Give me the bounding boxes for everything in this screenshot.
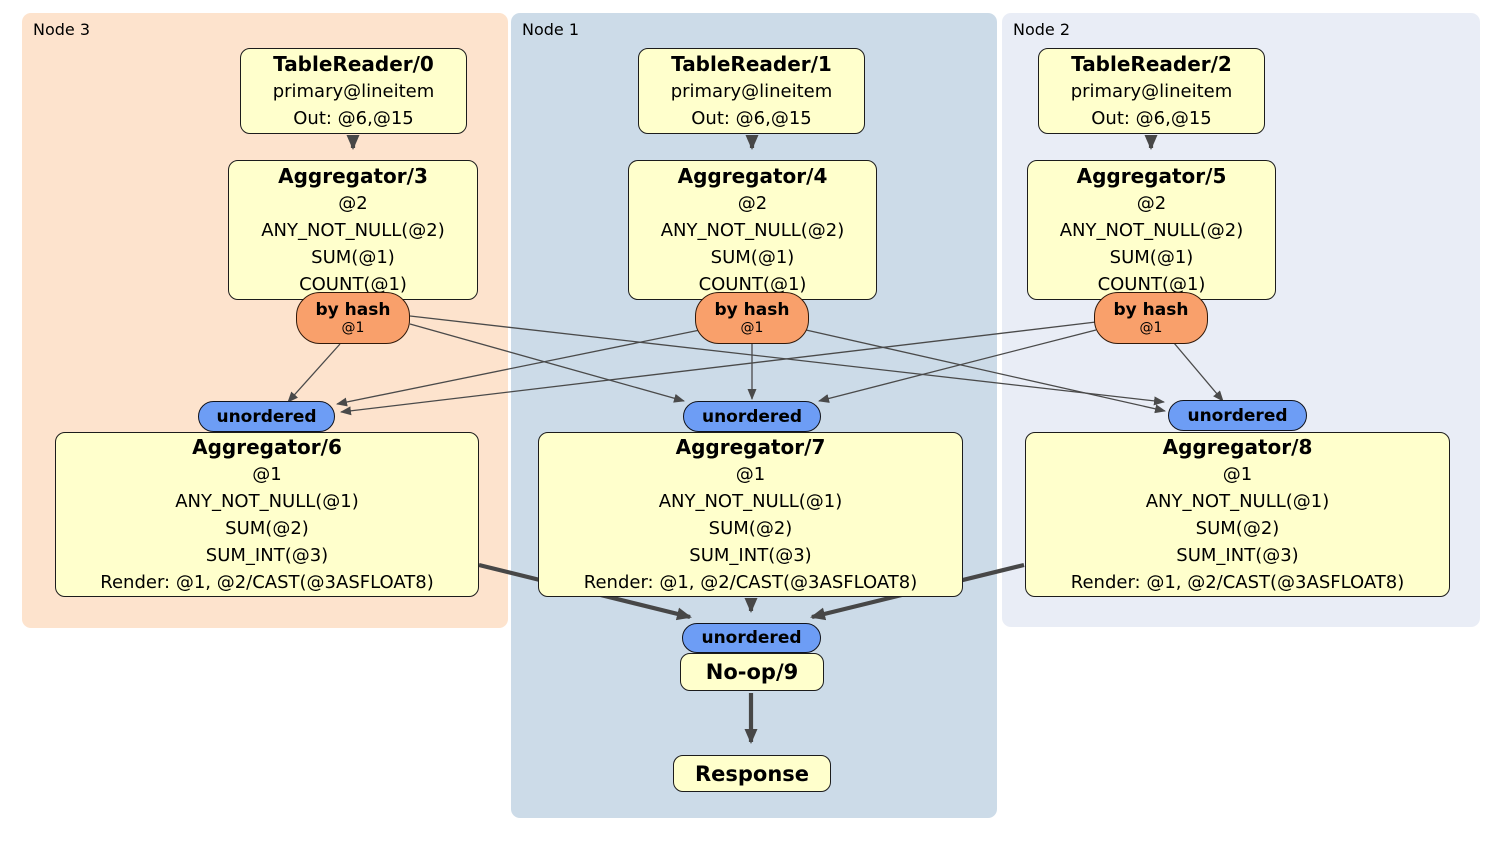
processor-detail: SUM(@2) xyxy=(225,518,309,539)
router-by-hash-4: by hash @1 xyxy=(695,292,809,344)
processor-detail: SUM_INT(@3) xyxy=(1176,545,1299,566)
stream-edge xyxy=(1173,342,1224,402)
stream-edge xyxy=(336,329,701,407)
processor-title: Aggregator/4 xyxy=(677,164,828,188)
sync-unordered-final: unordered xyxy=(682,623,821,653)
processor-aggregator-3: Aggregator/3 @2 ANY_NOT_NULL(@2) SUM(@1)… xyxy=(228,160,478,300)
processor-title: Aggregator/8 xyxy=(1162,435,1313,459)
router-label: by hash xyxy=(1113,299,1189,320)
sync-unordered-node2: unordered xyxy=(1168,400,1307,431)
router-detail: @1 xyxy=(1139,319,1163,336)
processor-detail: SUM_INT(@3) xyxy=(205,545,329,566)
processor-detail: ANY_NOT_NULL(@1) xyxy=(658,491,843,512)
router-label: by hash xyxy=(714,299,790,320)
processor-detail: SUM_INT(@3) xyxy=(689,545,812,566)
processor-title: TableReader/0 xyxy=(273,52,434,76)
processor-tablereader-0: TableReader/0 primary@lineitem Out: @6,@… xyxy=(240,48,467,134)
processor-detail: Render: @1, @2/CAST(@3ASFLOAT8) xyxy=(1070,572,1405,593)
processor-detail: @1 xyxy=(1222,464,1253,485)
processor-tablereader-2: TableReader/2 primary@lineitem Out: @6,@… xyxy=(1038,48,1265,134)
processor-detail: Out: @6,@15 xyxy=(293,108,414,129)
processor-detail: @2 xyxy=(338,193,368,214)
processor-tablereader-1: TableReader/1 primary@lineitem Out: @6,@… xyxy=(638,48,865,134)
processor-detail: SUM(@2) xyxy=(1195,518,1280,539)
processor-detail: ANY_NOT_NULL(@2) xyxy=(1059,220,1244,241)
processor-detail: Render: @1, @2/CAST(@3ASFLOAT8) xyxy=(583,572,918,593)
processor-aggregator-8: Aggregator/8 @1 ANY_NOT_NULL(@1) SUM(@2)… xyxy=(1025,432,1450,597)
processor-title: Aggregator/3 xyxy=(278,164,428,188)
processor-detail: ANY_NOT_NULL(@2) xyxy=(660,220,845,241)
processor-title: Aggregator/5 xyxy=(1076,164,1227,188)
processor-aggregator-5: Aggregator/5 @2 ANY_NOT_NULL(@2) SUM(@1)… xyxy=(1027,160,1276,300)
node-group-label: Node 3 xyxy=(33,20,91,39)
router-by-hash-5: by hash @1 xyxy=(1094,292,1208,344)
processor-detail: SUM(@1) xyxy=(1109,247,1194,268)
processor-detail: ANY_NOT_NULL(@1) xyxy=(1145,491,1330,512)
processor-title: Aggregator/7 xyxy=(675,435,826,459)
processor-detail: COUNT(@1) xyxy=(698,274,807,295)
processor-noop-9: No-op/9 xyxy=(680,653,824,691)
processor-detail: COUNT(@1) xyxy=(1097,274,1206,295)
router-detail: @1 xyxy=(740,319,764,336)
router-by-hash-3: by hash @1 xyxy=(296,292,410,344)
processor-detail: Render: @1, @2/CAST(@3ASFLOAT8) xyxy=(100,572,434,593)
stream-edge xyxy=(409,323,685,403)
processor-aggregator-6: Aggregator/6 @1 ANY_NOT_NULL(@1) SUM(@2)… xyxy=(55,432,479,597)
processor-detail: primary@lineitem xyxy=(1070,81,1233,102)
processor-title: TableReader/1 xyxy=(671,52,832,76)
stream-edge xyxy=(340,321,1097,416)
processor-detail: Out: @6,@15 xyxy=(1091,108,1212,129)
processor-detail: @2 xyxy=(1136,193,1167,214)
processor-title: Response xyxy=(694,761,810,786)
processor-title: TableReader/2 xyxy=(1071,52,1232,76)
processor-detail: @1 xyxy=(735,464,766,485)
processor-detail: SUM(@1) xyxy=(710,247,795,268)
processor-detail: @1 xyxy=(252,464,282,485)
router-detail: @1 xyxy=(341,319,365,336)
sync-unordered-node1: unordered xyxy=(683,401,821,432)
processor-detail: SUM(@1) xyxy=(311,247,395,268)
node-group-label: Node 1 xyxy=(522,20,580,39)
response-node: Response xyxy=(673,755,831,792)
processor-title: No-op/9 xyxy=(705,660,799,684)
processor-detail: ANY_NOT_NULL(@1) xyxy=(175,491,359,512)
processor-title: Aggregator/6 xyxy=(192,435,342,459)
processor-detail: Out: @6,@15 xyxy=(691,108,812,129)
processor-detail: primary@lineitem xyxy=(272,81,435,102)
stream-edge xyxy=(287,343,341,403)
processor-aggregator-4: Aggregator/4 @2 ANY_NOT_NULL(@2) SUM(@1)… xyxy=(628,160,877,300)
processor-detail: COUNT(@1) xyxy=(299,274,407,295)
processor-detail: @2 xyxy=(737,193,768,214)
node-group-label: Node 2 xyxy=(1013,20,1071,39)
stream-edge xyxy=(818,329,1097,403)
stream-edge xyxy=(805,329,1166,414)
processor-detail: ANY_NOT_NULL(@2) xyxy=(261,220,445,241)
sync-unordered-node3: unordered xyxy=(198,401,335,432)
processor-detail: primary@lineitem xyxy=(670,81,833,102)
processor-aggregator-7: Aggregator/7 @1 ANY_NOT_NULL(@1) SUM(@2)… xyxy=(538,432,963,597)
processor-detail: SUM(@2) xyxy=(708,518,793,539)
router-label: by hash xyxy=(315,299,391,320)
